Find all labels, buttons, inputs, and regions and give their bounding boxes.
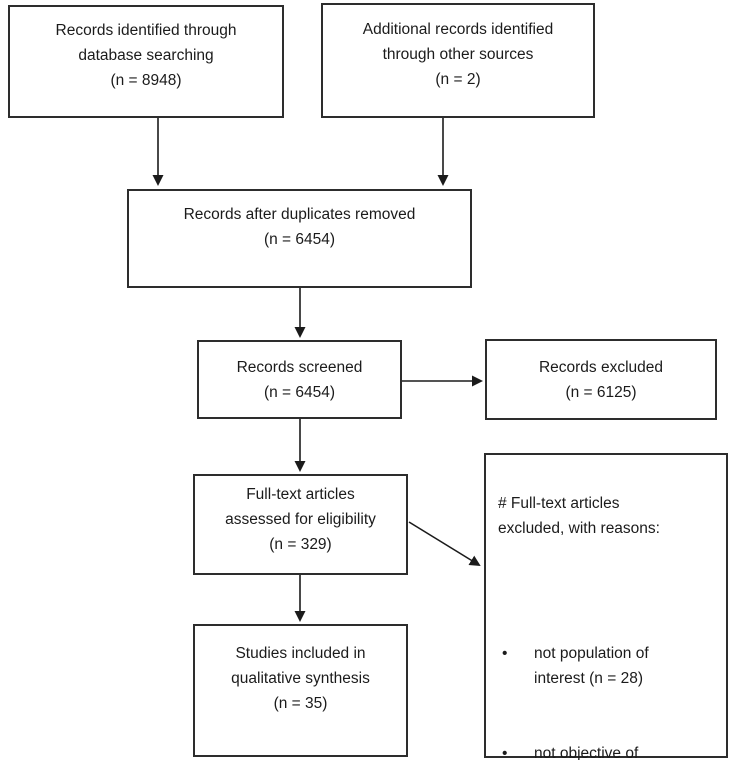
box-records-identified-label: Records identified through database sear… bbox=[55, 22, 237, 89]
box-fulltext-assessed: Full-text articles assessed for eligibil… bbox=[193, 474, 408, 575]
box-records-screened-label: Records screened (n = 6454) bbox=[236, 358, 363, 401]
bullet-icon: • bbox=[502, 645, 508, 662]
box-studies-included-label: Studies included in qualitative synthesi… bbox=[231, 644, 370, 712]
box-duplicates-removed: Records after duplicates removed (n = 64… bbox=[127, 189, 472, 288]
exclusion-reason-text: not population of interest (n = 28) bbox=[534, 645, 649, 687]
box-additional-records: Additional records identified through ot… bbox=[321, 3, 595, 118]
box-records-identified: Records identified through database sear… bbox=[8, 5, 284, 118]
box-duplicates-removed-label: Records after duplicates removed (n = 64… bbox=[183, 205, 416, 248]
box-fulltext-assessed-label: Full-text articles assessed for eligibil… bbox=[225, 486, 376, 553]
box-fulltext-excluded-reasons: # Full-text articles excluded, with reas… bbox=[484, 453, 728, 760]
box-additional-records-label: Additional records identified through ot… bbox=[362, 21, 554, 88]
bullet-icon: • bbox=[502, 745, 508, 760]
box-records-excluded-label: Records excluded (n = 6125) bbox=[538, 358, 664, 401]
box-records-screened: Records screened (n = 6454) bbox=[197, 340, 402, 419]
exclusion-reasons-title: # Full-text articles excluded, with reas… bbox=[498, 495, 660, 537]
arrow-fulltext-to-reasons bbox=[408, 521, 481, 567]
exclusion-reason-item: • not objective of interest (n = 213) bbox=[498, 741, 720, 760]
box-studies-included: Studies included in qualitative synthesi… bbox=[193, 624, 408, 757]
exclusion-reason-item: • not population of interest (n = 28) bbox=[498, 641, 720, 691]
exclusion-reason-text: not objective of interest (n = 213) bbox=[534, 745, 639, 760]
box-records-excluded: Records excluded (n = 6125) bbox=[485, 339, 717, 420]
exclusion-reasons-list: • not population of interest (n = 28) • … bbox=[498, 566, 720, 760]
